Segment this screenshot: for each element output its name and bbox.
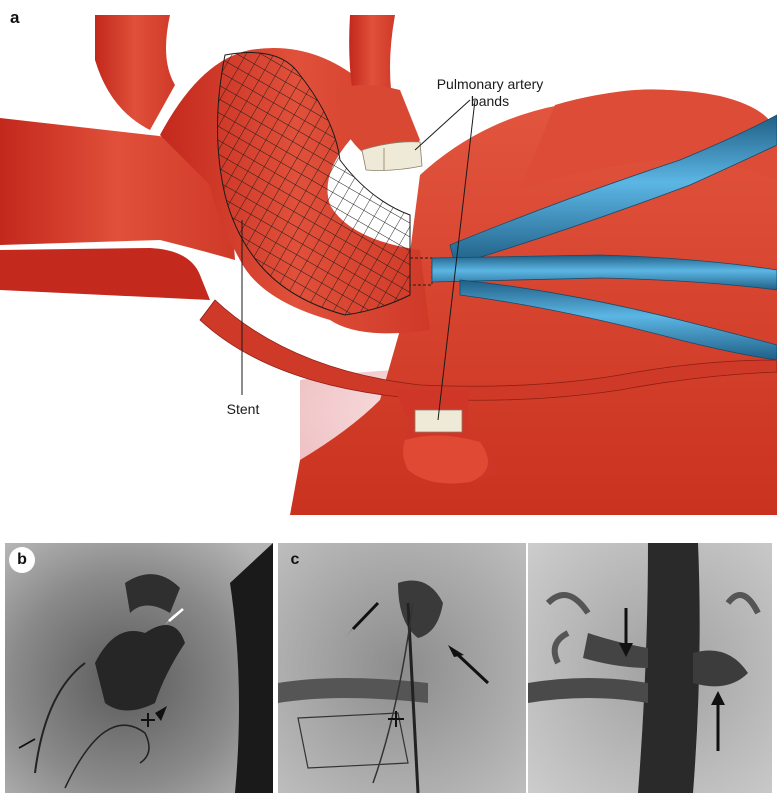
heart-illustration xyxy=(0,0,777,520)
panel-b-xray: b xyxy=(5,543,273,793)
label-pulmonary-artery-bands: Pulmonary artery bands xyxy=(430,76,550,110)
xray-c-left-image xyxy=(278,543,526,793)
panel-letter-c: c xyxy=(282,547,308,573)
panel-c-xray-right xyxy=(528,543,772,793)
label-stent: Stent xyxy=(218,401,268,418)
xray-c-right-image xyxy=(528,543,772,793)
panel-c-xray-left: c xyxy=(278,543,526,793)
label-pulmonary-line1: Pulmonary artery xyxy=(437,76,544,92)
label-pulmonary-line2: bands xyxy=(471,93,509,109)
xray-b-image xyxy=(5,543,273,793)
panel-letter-b: b xyxy=(9,547,35,573)
